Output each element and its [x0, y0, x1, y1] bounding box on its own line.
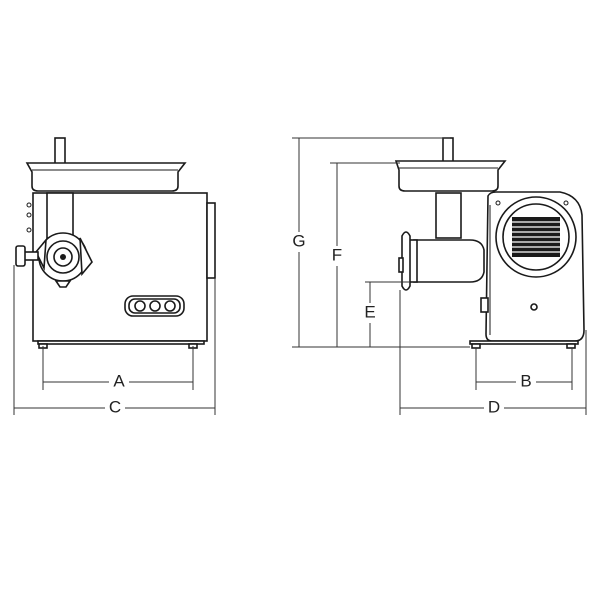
side-grinder-neck — [435, 192, 462, 239]
front-base-plate — [37, 340, 205, 345]
reverse-button-icon — [134, 300, 146, 312]
front-feed-post — [54, 137, 66, 167]
dimension-label-d: D — [488, 397, 500, 416]
side-base-plate — [469, 340, 579, 345]
dimension-label-f: F — [332, 245, 342, 264]
dimension-label-c: C — [109, 397, 121, 416]
front-dimensions: A C — [13, 265, 216, 418]
stop-button-icon — [149, 300, 161, 312]
forward-button-icon — [164, 300, 176, 312]
side-switch — [480, 297, 489, 313]
dimension-label-g: G — [292, 231, 305, 250]
side-hopper-tray — [394, 160, 507, 192]
dimension-label-b: B — [520, 371, 531, 390]
side-dimensions: G F E B D — [289, 137, 587, 418]
front-hopper-tray — [25, 162, 187, 192]
fan-vent-icon — [512, 217, 560, 257]
front-view — [15, 137, 216, 349]
side-screw — [530, 303, 538, 311]
side-feed-post — [442, 137, 454, 165]
side-foot-left — [471, 343, 481, 349]
front-tightening-knob — [23, 251, 39, 261]
side-grinder-head — [413, 239, 485, 283]
dimension-label-a: A — [113, 371, 125, 390]
dimension-label-e: E — [364, 302, 375, 321]
front-grinder-neck — [46, 192, 74, 239]
side-foot-right — [566, 343, 576, 349]
side-view — [394, 137, 585, 349]
front-side-panel — [206, 202, 216, 279]
side-cutting-plate — [401, 231, 411, 291]
